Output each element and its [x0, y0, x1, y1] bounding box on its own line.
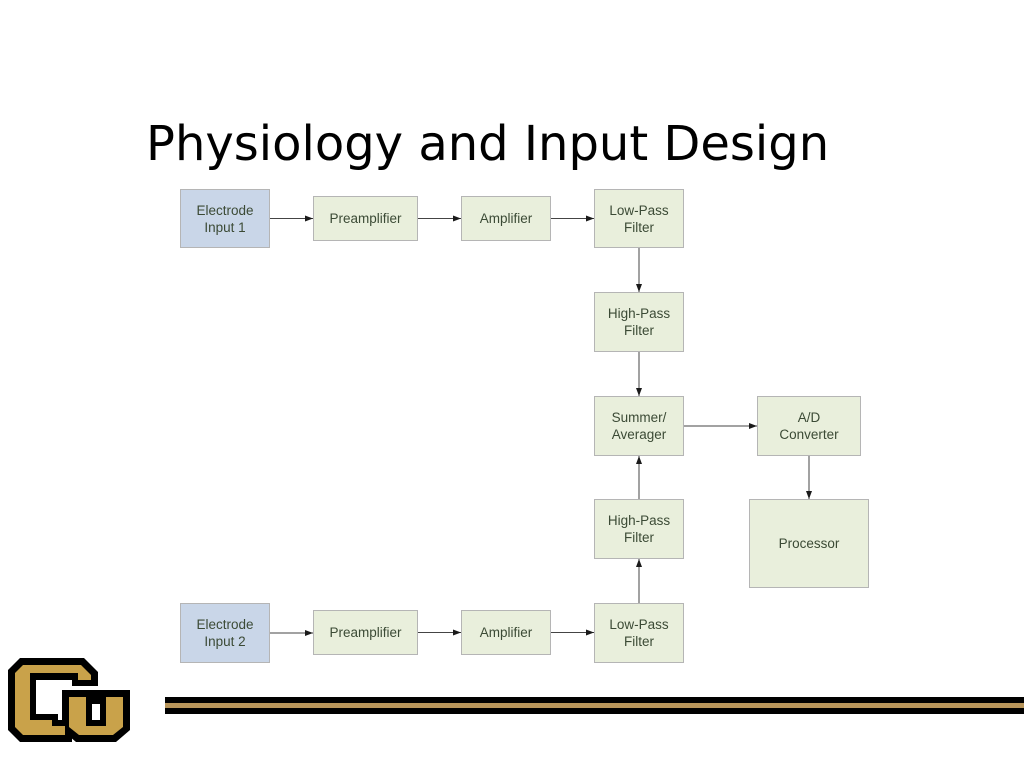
- high-pass-filter-2-node: High-Pass Filter: [594, 499, 684, 559]
- electrode-input-2-node: Electrode Input 2: [180, 603, 270, 663]
- low-pass-filter-2-node: Low-Pass Filter: [594, 603, 684, 663]
- high-pass-filter-1-node: High-Pass Filter: [594, 292, 684, 352]
- summer-averager-node: Summer/ Averager: [594, 396, 684, 456]
- slide-title: Physiology and Input Design: [146, 116, 830, 172]
- ad-converter-node: A/D Converter: [757, 396, 861, 456]
- preamplifier-2-node: Preamplifier: [313, 610, 418, 655]
- low-pass-filter-1-node: Low-Pass Filter: [594, 189, 684, 248]
- electrode-input-1-node: Electrode Input 1: [180, 189, 270, 248]
- amplifier-1-node: Amplifier: [461, 196, 551, 241]
- preamplifier-1-node: Preamplifier: [313, 196, 418, 241]
- cu-logo-icon: [8, 658, 130, 742]
- footer-stripe: [165, 697, 1024, 714]
- amplifier-2-node: Amplifier: [461, 610, 551, 655]
- processor-node: Processor: [749, 499, 869, 588]
